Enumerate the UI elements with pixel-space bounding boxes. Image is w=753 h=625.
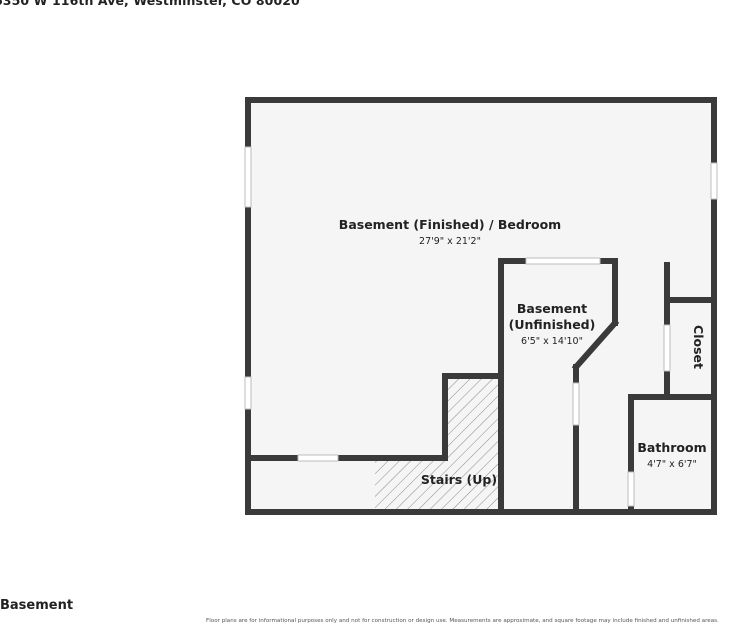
stairs-area: [375, 377, 500, 512]
bathroom-name: Bathroom: [637, 440, 706, 455]
property-address: 6350 W 116th Ave, Westminster, CO 80020: [0, 0, 300, 8]
closet-name: Closet: [691, 325, 706, 369]
bedroom-name: Basement (Finished) / Bedroom: [339, 217, 561, 232]
unfinished-name-line1: Basement: [517, 301, 587, 316]
stairs-name: Stairs (Up): [421, 472, 497, 487]
unfinished-name-line2: (Unfinished): [509, 317, 596, 332]
diagonal-wall: [571, 318, 620, 372]
disclaimer-text: Floor plans are for informational purpos…: [206, 618, 719, 624]
openings: [244, 146, 718, 507]
floor-label: Basement: [0, 598, 74, 613]
unfinished-dims: 6'5" x 14'10": [521, 336, 583, 347]
exterior-walls: [245, 97, 717, 515]
bathroom-dims: 4'7" x 6'7": [647, 459, 697, 470]
bedroom-dims: 27'9" x 21'2": [419, 236, 481, 247]
